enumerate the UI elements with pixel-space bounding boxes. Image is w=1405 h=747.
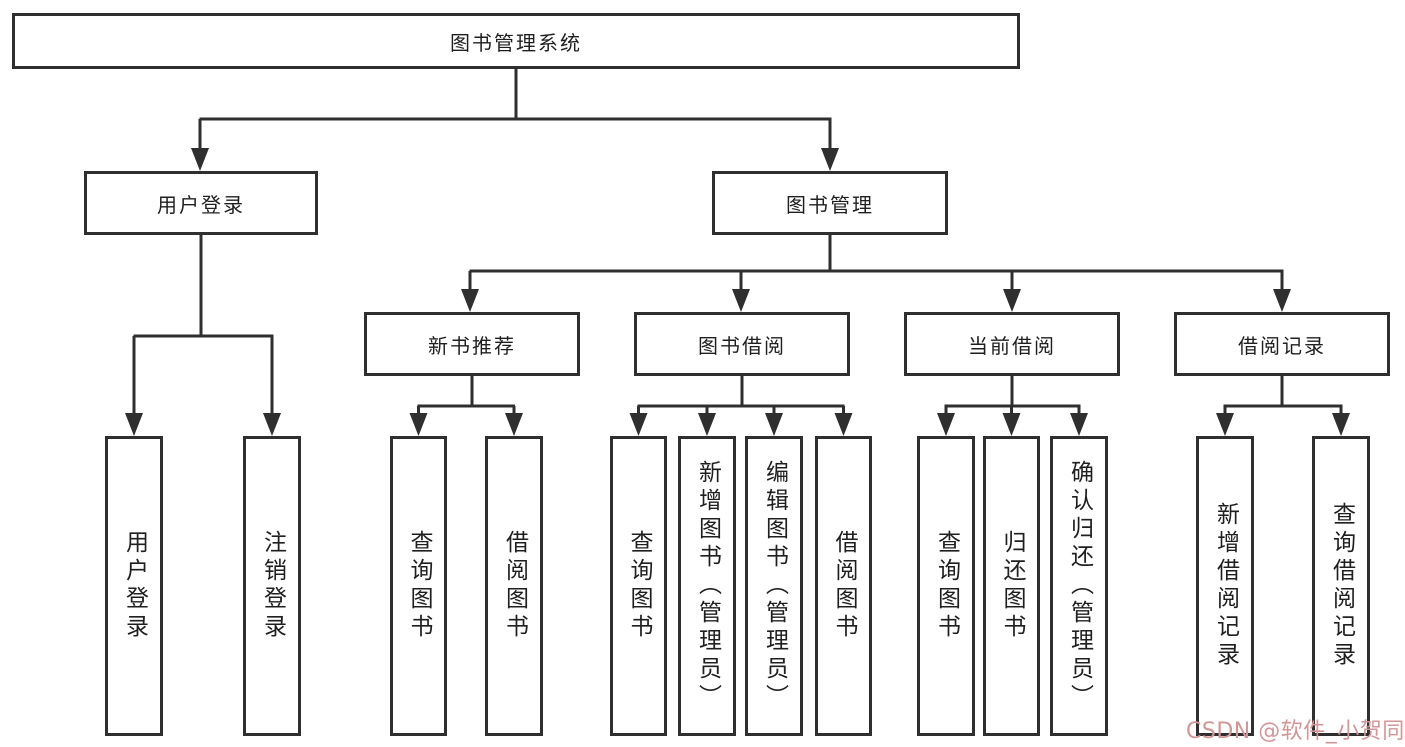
node-root: 图书管理系统 (12, 13, 1020, 69)
node-br-query-record: 查询借阅记录 (1312, 436, 1370, 736)
csdn-watermark: CSDN @软件_小贺同学 (1186, 719, 1405, 744)
node-cb-return-books: 归还图书 (983, 436, 1040, 736)
node-borrow-records: 借阅记录 (1174, 312, 1390, 376)
node-nbr-query-books-label: 查询图书 (406, 530, 432, 642)
node-user-login: 用户登录 (84, 171, 318, 235)
connector-borrow-records-split (1216, 375, 1350, 436)
connector-root-split (191, 68, 839, 171)
node-logout-leaf-label: 注销登录 (259, 530, 286, 642)
node-nbr-borrow-books: 借阅图书 (485, 436, 543, 736)
node-cb-query-books-label: 查询图书 (933, 530, 960, 642)
node-nbr-borrow-books-label: 借阅图书 (501, 530, 528, 642)
node-bb-edit-books-admin-label: 编辑图书（管理员） (761, 460, 788, 712)
node-bb-edit-books-admin: 编辑图书（管理员） (745, 436, 803, 736)
node-nbr-query-books: 查询图书 (390, 436, 447, 736)
node-bb-add-books-admin-label: 新增图书（管理员） (694, 460, 721, 712)
connector-book-management-split (461, 234, 1291, 312)
node-br-add-record-label: 新增借阅记录 (1212, 502, 1239, 670)
node-current-borrow: 当前借阅 (904, 312, 1120, 376)
node-br-query-record-label: 查询借阅记录 (1328, 502, 1355, 670)
connector-current-borrow-split (937, 375, 1088, 436)
node-br-add-record: 新增借阅记录 (1196, 436, 1254, 736)
node-cb-confirm-return-admin: 确认归还（管理员） (1050, 436, 1108, 736)
node-bb-borrow-books-label: 借阅图书 (831, 530, 857, 642)
node-login-leaf-label: 用户登录 (121, 530, 148, 642)
node-new-book-recommend: 新书推荐 (364, 312, 580, 376)
node-bb-borrow-books: 借阅图书 (815, 436, 872, 736)
node-bb-add-books-admin: 新增图书（管理员） (678, 436, 736, 736)
node-cb-confirm-return-admin-label: 确认归还（管理员） (1066, 460, 1093, 712)
connector-book-borrow-split (629, 375, 853, 436)
node-book-management: 图书管理 (712, 171, 948, 235)
connector-user-login-split (125, 234, 281, 436)
node-cb-return-books-label: 归还图书 (999, 530, 1025, 642)
node-bb-query-books: 查询图书 (610, 436, 667, 736)
node-login-leaf: 用户登录 (105, 436, 163, 736)
node-book-borrow: 图书借阅 (634, 312, 850, 376)
connector-new-book-recommend-split (409, 375, 523, 436)
node-bb-query-books-label: 查询图书 (626, 530, 652, 642)
node-cb-query-books: 查询图书 (917, 436, 975, 736)
node-logout-leaf: 注销登录 (243, 436, 301, 736)
